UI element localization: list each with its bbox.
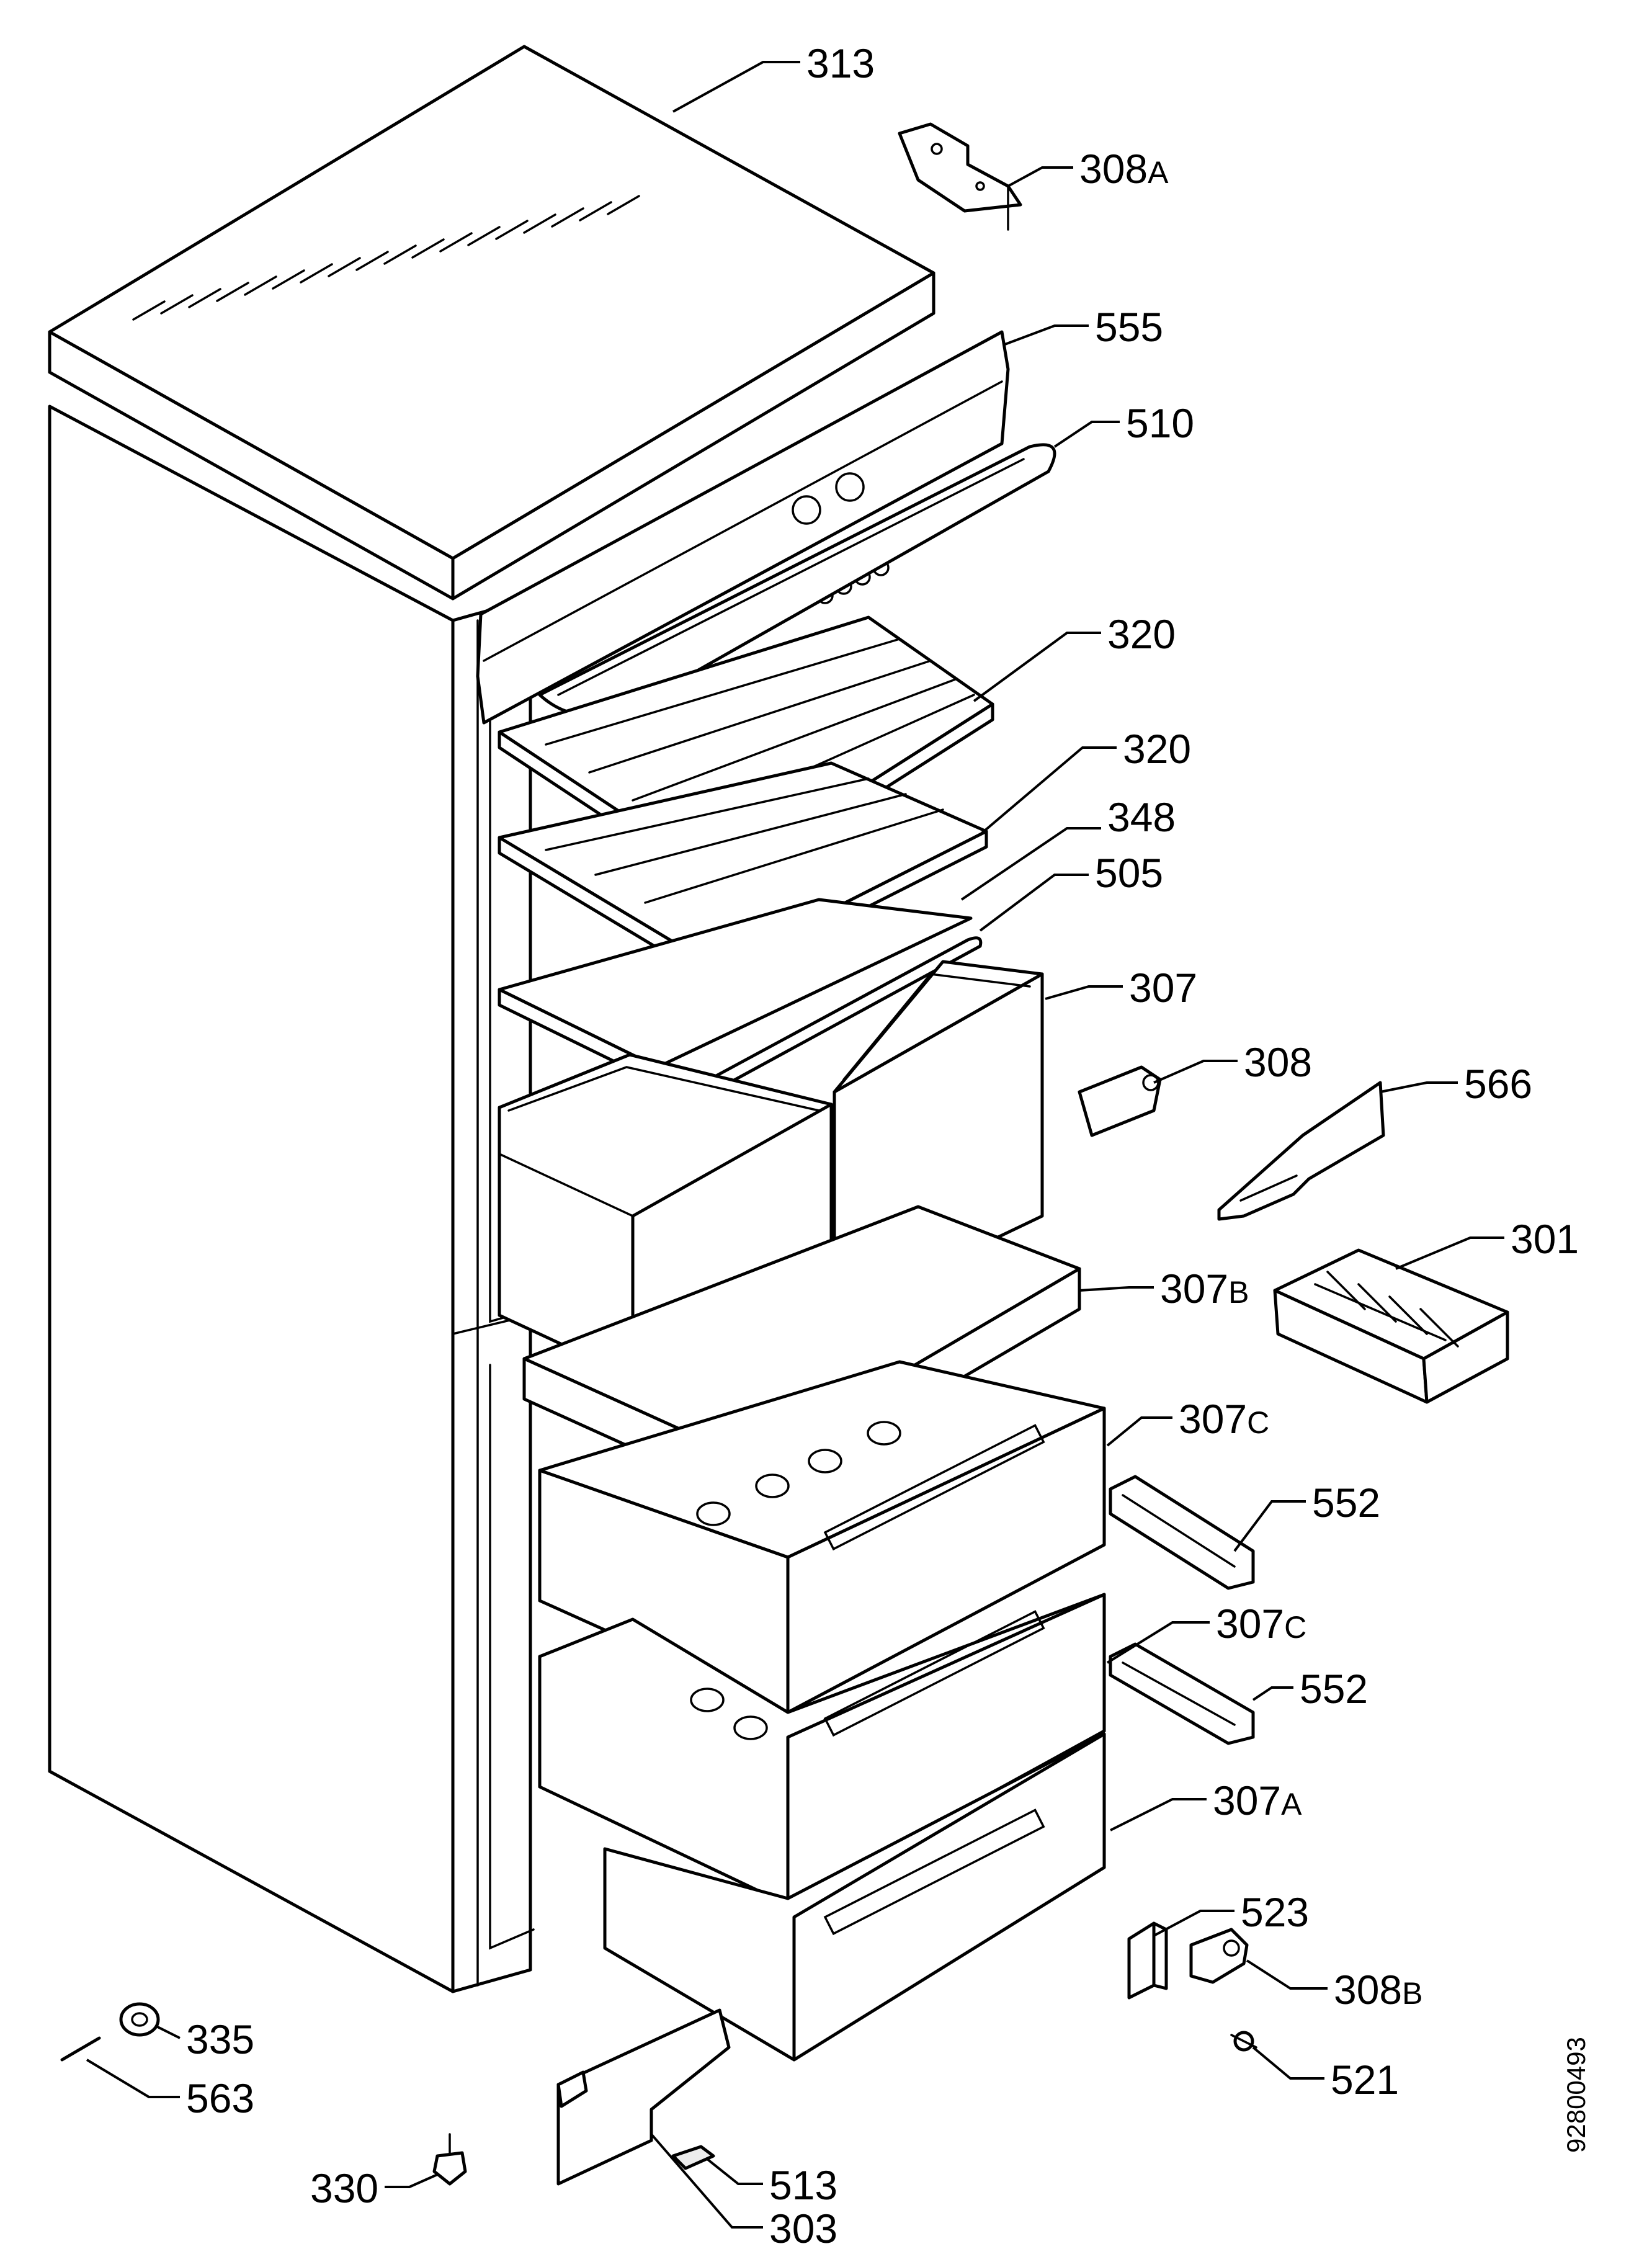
callout-563: 563 — [186, 2075, 254, 2121]
adjustable-foot-330 — [432, 2133, 467, 2186]
callout-505: 505 — [1095, 850, 1163, 896]
callout-320-upper: 320 — [1107, 611, 1176, 657]
callout-307A: 307A — [1213, 1777, 1302, 1823]
top-cover-vents — [132, 195, 640, 321]
cabinet-body — [48, 405, 535, 1993]
foot-335 — [119, 2002, 160, 2037]
callout-348: 348 — [1107, 794, 1176, 840]
callout-552-upper: 552 — [1312, 1480, 1380, 1526]
drawer-rail-lower — [1109, 1642, 1255, 1745]
ice-cube-tray — [1273, 1248, 1509, 1404]
pin-521 — [1230, 2031, 1257, 2052]
callout-labels: 313 308A 555 510 320 320 348 505 307 308… — [186, 40, 1579, 2251]
drawer-rail-upper — [1109, 1475, 1255, 1590]
callout-552-lower: 552 — [1300, 1666, 1368, 1712]
bottom-hinge — [1189, 1928, 1249, 1984]
callout-308: 308 — [1244, 1039, 1312, 1085]
callout-303: 303 — [769, 2206, 837, 2251]
callout-555: 555 — [1095, 304, 1163, 350]
kick-plate — [556, 2008, 731, 2186]
freezer-drawer-bottom — [603, 1732, 1106, 2062]
ice-scraper — [1217, 1081, 1385, 1221]
clip-513 — [671, 2145, 715, 2170]
bracket-523 — [1127, 1921, 1168, 2000]
callout-307: 307 — [1129, 965, 1197, 1011]
leader-lines — [86, 61, 1504, 2229]
callout-313: 313 — [806, 40, 875, 86]
callout-335: 335 — [186, 2016, 254, 2062]
callout-307C-lower: 307C — [1216, 1601, 1306, 1647]
callout-308A: 308A — [1079, 146, 1169, 192]
callout-307C-upper: 307C — [1179, 1396, 1269, 1442]
callout-308B: 308B — [1334, 1967, 1422, 2013]
top-cover — [48, 45, 935, 601]
top-hinge — [898, 122, 1022, 231]
callout-301: 301 — [1511, 1216, 1579, 1262]
callout-521: 521 — [1331, 2057, 1399, 2103]
pin-563 — [60, 2036, 101, 2062]
freezer-drawer-lower — [538, 1593, 1106, 1907]
hinge-308 — [1078, 1065, 1162, 1137]
callout-320-lower: 320 — [1123, 726, 1191, 772]
callout-513: 513 — [769, 2162, 837, 2208]
callout-566: 566 — [1464, 1061, 1532, 1107]
document-number: 92800493 — [1561, 2037, 1591, 2153]
callout-523: 523 — [1241, 1889, 1309, 1935]
callout-510: 510 — [1126, 400, 1194, 446]
callout-307B: 307B — [1160, 1266, 1249, 1312]
callout-330: 330 — [310, 2165, 378, 2211]
